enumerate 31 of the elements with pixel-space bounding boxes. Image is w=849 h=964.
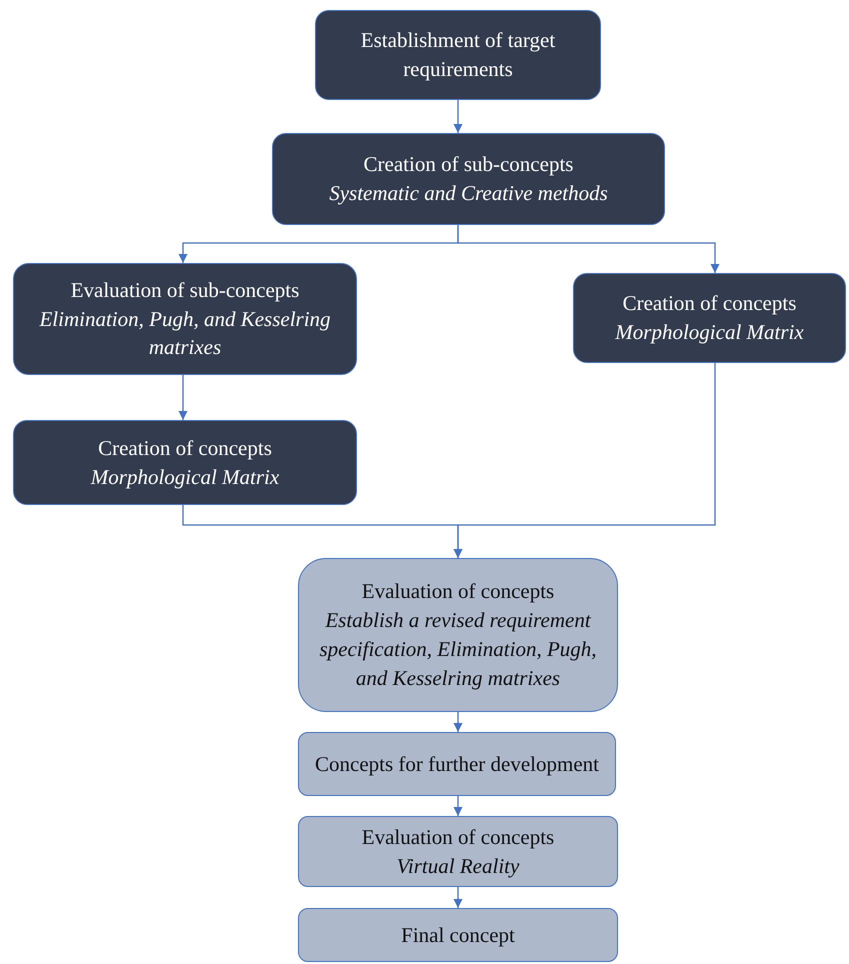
step-title: Creation of sub-concepts	[364, 151, 574, 178]
process-box	[573, 273, 846, 363]
step-title: Evaluation of concepts	[362, 824, 554, 851]
arrow	[453, 796, 463, 816]
process-box	[272, 133, 665, 225]
process-box	[298, 732, 616, 796]
step-method: Morphological Matrix	[90, 464, 280, 490]
step-method: Elimination, Pugh, and Kesselring matrixes	[38, 306, 332, 362]
arrow	[453, 363, 716, 558]
process-box	[13, 263, 357, 375]
process-box	[298, 908, 618, 962]
arrow	[453, 712, 463, 732]
step-method: Systematic and Creative methods	[329, 180, 608, 207]
step-title: Evaluation of sub-concepts	[70, 276, 300, 304]
process-box	[315, 10, 601, 100]
step-title: Final concept	[401, 922, 515, 949]
step-title: Evaluation of concepts	[362, 578, 554, 606]
step-method: Morphological Matrix	[615, 319, 804, 346]
arrow	[453, 100, 463, 133]
process-box	[298, 816, 618, 887]
step-title: Creation of concepts	[622, 290, 796, 318]
step-title: Establishment of target requirements	[360, 27, 556, 83]
process-box	[13, 420, 357, 505]
arrow	[178, 375, 188, 420]
process-box	[298, 558, 618, 712]
step-title: Concepts for further development	[315, 750, 599, 778]
step-title: Creation of concepts	[98, 434, 272, 462]
arrow	[457, 225, 720, 273]
step-method: Virtual Reality	[396, 852, 520, 880]
arrow	[453, 887, 463, 908]
step-method: Establish a revised requirement specification, Elimination, Pugh, and Kesselring matrixes	[318, 607, 598, 692]
